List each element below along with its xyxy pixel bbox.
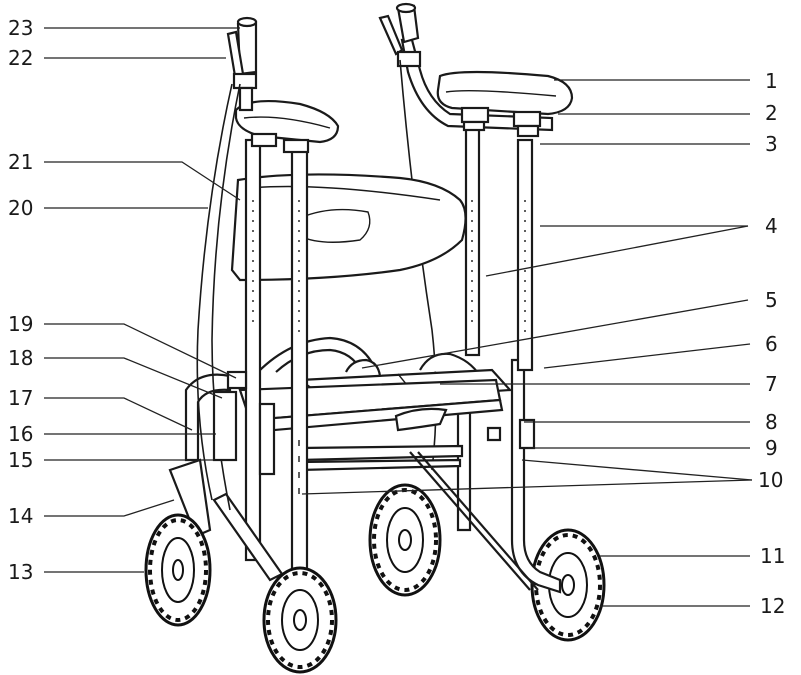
label-5: 5 [765, 288, 778, 312]
left-handle-grip [226, 16, 258, 112]
left-front-upright [290, 148, 309, 582]
rear-right-wheel [530, 528, 606, 642]
rear-right-leg [510, 358, 562, 594]
rear-left-wheel [368, 483, 442, 597]
right-handle-grip [378, 2, 422, 68]
front-left-fork [168, 458, 212, 538]
label-7: 7 [765, 372, 778, 396]
label-2: 2 [765, 101, 778, 125]
left-armrest [234, 100, 340, 154]
left-rear-upright [244, 138, 262, 562]
label-6: 6 [765, 332, 778, 356]
label-16: 16 [8, 422, 33, 446]
callout-labels: 1 2 3 4 5 6 7 8 9 10 11 12 13 14 15 16 1… [8, 16, 785, 618]
label-18: 18 [8, 346, 33, 370]
label-14: 14 [8, 504, 33, 528]
label-19: 19 [8, 312, 33, 336]
label-15: 15 [8, 448, 33, 472]
label-11: 11 [760, 544, 785, 568]
front-left-wheel [144, 513, 212, 627]
front-right-wheel [262, 566, 338, 674]
label-13: 13 [8, 560, 33, 584]
backrest-pad [230, 173, 467, 282]
right-front-upright [464, 118, 481, 357]
label-17: 17 [8, 386, 33, 410]
label-8: 8 [765, 410, 778, 434]
right-rear-upright [516, 138, 534, 372]
label-12: 12 [760, 594, 785, 618]
label-23: 23 [8, 16, 33, 40]
label-9: 9 [765, 436, 778, 460]
right-armrest [436, 70, 574, 138]
label-21: 21 [8, 150, 33, 174]
right-handle-tube [400, 38, 554, 132]
left-upright-holes [252, 200, 300, 500]
label-20: 20 [8, 196, 33, 220]
leader-lines [44, 27, 753, 607]
label-1: 1 [765, 69, 778, 93]
right-upright-holes [471, 200, 526, 340]
label-22: 22 [8, 46, 33, 70]
label-3: 3 [765, 132, 778, 156]
left-brake-cable [196, 83, 233, 501]
label-10: 10 [758, 468, 783, 492]
walker-illustration [144, 2, 606, 674]
label-4: 4 [765, 214, 778, 238]
